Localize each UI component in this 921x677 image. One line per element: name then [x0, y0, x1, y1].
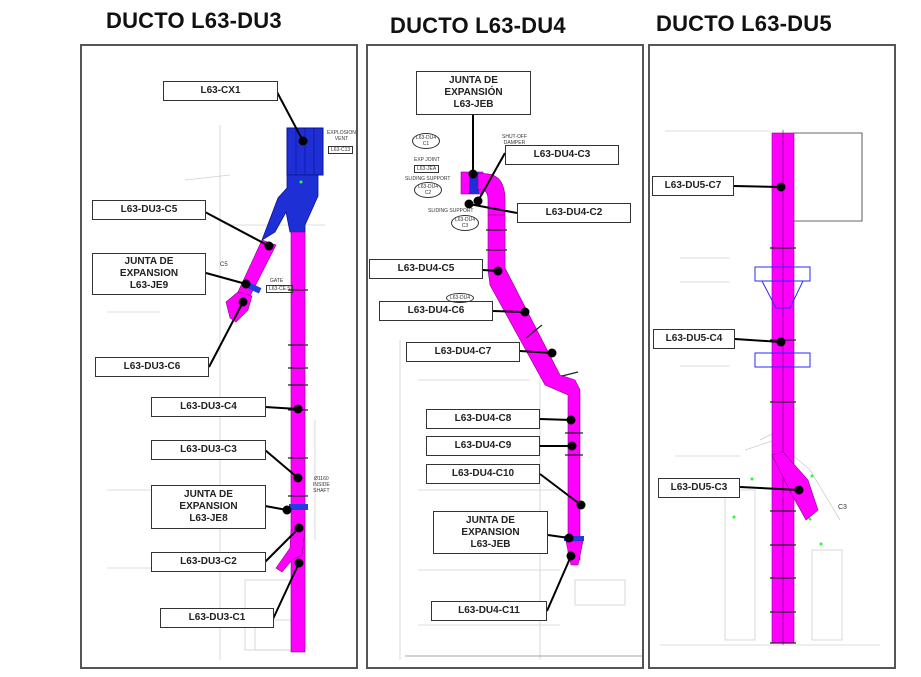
label-l63-du3-c3: L63-DU3-C3 [151, 440, 266, 460]
label-l63-du4-c11: L63-DU4-C11 [431, 601, 547, 621]
annotation-explosion-vent-tag: L63-C13 [328, 146, 354, 154]
label-l63-du4-c5: L63-DU4-C5 [369, 259, 483, 279]
label-l63-du5-c4: L63-DU5-C4 [653, 329, 735, 349]
annotation-exp-joint: EXP JOINT [414, 157, 440, 163]
annotation-diameter: Ø1160 INSIDE SHAFT [313, 476, 330, 494]
label-junta-expansion-l63-je9: JUNTA DE EXPANSION L63-JE9 [92, 253, 206, 295]
annotation-gate-tag: L63-CE.5 [266, 285, 294, 293]
du3-vertical-shaft [290, 231, 306, 653]
label-l63-du4-c9: L63-DU4-C9 [426, 436, 540, 456]
label-l63-du3-c2: L63-DU3-C2 [151, 552, 266, 572]
annotation-explosion-vent: EXPLOSION VENT [327, 130, 356, 142]
label-l63-du3-c5: L63-DU3-C5 [92, 200, 206, 220]
du4-expansion-joint-jeb [564, 536, 584, 541]
label-l63-du4-c3: L63-DU4-C3 [505, 145, 619, 165]
label-l63-du4-c7: L63-DU4-C7 [406, 342, 520, 362]
leader-lines [204, 91, 804, 620]
annotation-du4-c3-oval: L63-DU4 C3 [451, 215, 480, 231]
du5-platform-lower [754, 352, 811, 368]
annotation-gate: GATE [270, 278, 284, 284]
label-l63-du5-c7: L63-DU5-C7 [652, 176, 734, 196]
label-l63-cx1: L63-CX1 [163, 81, 278, 101]
label-l63-du3-c1: L63-DU3-C1 [160, 608, 274, 628]
label-l63-du4-c8: L63-DU4-C8 [426, 409, 540, 429]
du3-duct [225, 127, 324, 653]
annotation-du4-c1-oval: L63-DU4 C1 [412, 133, 441, 149]
annotation-sliding-support-2: SLIDING SUPPORT [428, 208, 474, 214]
label-l63-du4-c2: L63-DU4-C2 [517, 203, 631, 223]
label-l63-du3-c4: L63-DU3-C4 [151, 397, 266, 417]
label-junta-expansion-l63-jeb-bottom: JUNTA DE EXPANSION L63-JEB [433, 511, 548, 554]
label-l63-du5-c3: L63-DU5-C3 [658, 478, 740, 498]
du5-duct [732, 130, 863, 645]
du3-expansion-joint-je8 [289, 504, 308, 510]
annotation-c5-mark: C5 [220, 262, 228, 268]
label-l63-du4-c10: L63-DU4-C10 [426, 464, 540, 484]
du4-main-duct [487, 214, 581, 561]
annotation-du4-c6-oval: L63-DU4 [446, 293, 475, 303]
panel-title-du5: DUCTO L63-DU5 [656, 11, 832, 36]
label-l63-du3-c6: L63-DU3-C6 [95, 357, 209, 377]
annotation-sliding-support-1: SLIDING SUPPORT [405, 176, 451, 182]
annotation-c3-mark: C3 [838, 504, 847, 511]
annotation-shutoff-damper: SHUT-OFF DAMPER [502, 134, 527, 146]
label-junta-expansion-l63-jeb-top: JUNTA DE EXPANSIÓN L63-JEB [416, 71, 531, 115]
panel-title-du4: DUCTO L63-DU4 [390, 13, 566, 38]
label-l63-du4-c6: L63-DU4-C6 [379, 301, 493, 321]
panel-title-du3: DUCTO L63-DU3 [106, 8, 282, 33]
du4-duct [460, 171, 584, 566]
label-junta-expansion-l63-je8: JUNTA DE EXPANSION L63-JE8 [151, 485, 266, 529]
annotation-exp-joint-tag: L63-JEA [414, 165, 440, 173]
annotation-du4-c2-oval: L63-DU4 C2 [414, 182, 443, 198]
